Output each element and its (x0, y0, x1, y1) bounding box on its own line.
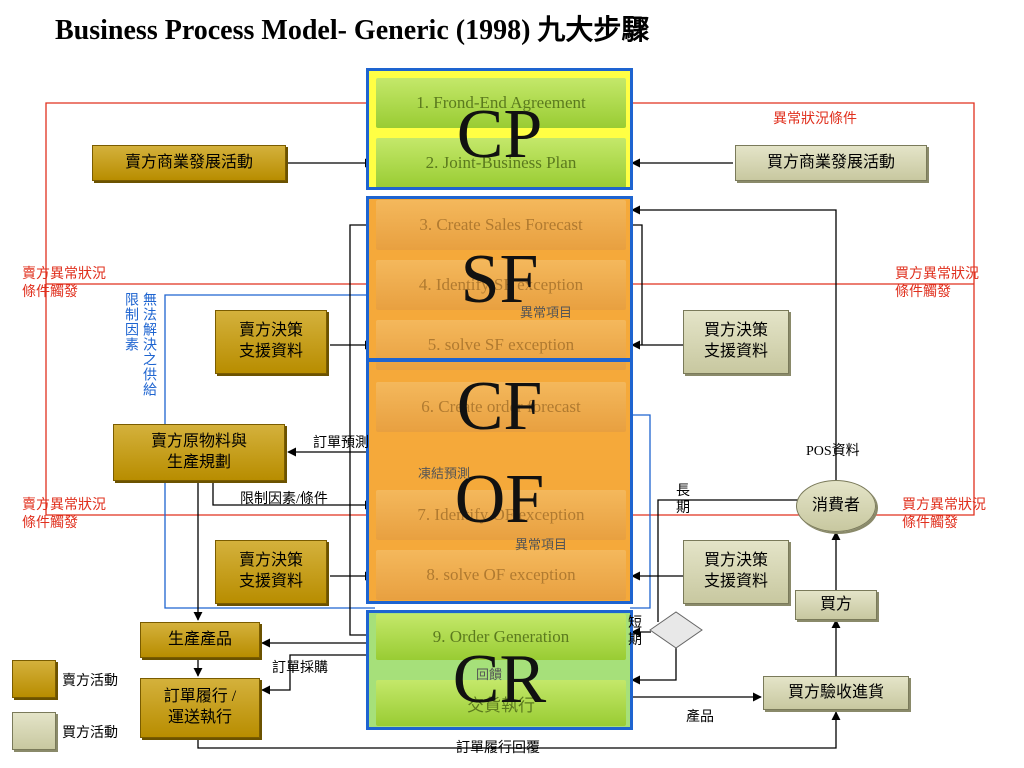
constraint-factor-label: 限制因素 (123, 292, 138, 352)
seller-trigger-label-2: 賣方異常狀況 條件觸發 (22, 498, 106, 531)
page-title: Business Process Model- Generic (1998) 九… (55, 15, 650, 46)
order-fulfillment[interactable]: 訂單履行 / 運送執行 (140, 678, 260, 738)
fulfillment-reply-label: 訂單履行回覆 (456, 741, 540, 756)
step-8[interactable]: 8. solve OF exception (376, 550, 626, 600)
feedback-label: 回饋 (476, 667, 503, 682)
seller-business-dev[interactable]: 賣方商業發展活動 (92, 145, 286, 181)
product-label: 產品 (686, 710, 714, 725)
consumer[interactable]: 消費者 (796, 480, 876, 532)
decision-diamond (649, 611, 703, 649)
seller-trigger-label-1: 賣方異常狀況 條件觸發 (22, 267, 106, 300)
exception-item-label-2: 異常項目 (515, 537, 568, 552)
cp-label: CP (456, 96, 543, 173)
step-9[interactable]: 9. Order Generation (376, 614, 626, 660)
step-7[interactable]: 7. Identify OF exception (376, 490, 626, 540)
pos-data-label: POS資料 (806, 444, 860, 459)
produce-product[interactable]: 生產產品 (140, 622, 260, 658)
cp-group (366, 68, 633, 190)
order-forecast-label: 訂單預測 (313, 436, 369, 451)
legend-seller-swatch (12, 660, 56, 698)
buyer[interactable]: 買方 (795, 590, 877, 620)
legend-buyer-swatch (12, 712, 56, 750)
constraint-condition-label: 限制因素/條件 (240, 492, 328, 507)
unsolvable-supply-label: 無法解決之供給 (141, 292, 156, 397)
exception-condition-label: 異常狀況條件 (773, 112, 857, 127)
cr-label: CR (452, 641, 547, 718)
order-purchase-label: 訂單採購 (272, 661, 328, 676)
short-term-label: 短 期 (628, 616, 642, 648)
buyer-decision-support-1[interactable]: 買方決策 支援資料 (683, 310, 789, 374)
step-2[interactable]: 2. Joint-Business Plan (376, 138, 626, 188)
legend-buyer-label: 買方活動 (62, 726, 118, 741)
cr-group (366, 610, 633, 730)
of-label: OF (454, 461, 545, 538)
step-10[interactable]: 交貨執行 (376, 680, 626, 726)
seller-decision-support-1[interactable]: 賣方決策 支援資料 (215, 310, 327, 374)
seller-material-planning[interactable]: 賣方原物料與 生產規劃 (113, 424, 285, 481)
sf-label: SF (460, 241, 539, 318)
cf-label: CF (456, 368, 543, 445)
buyer-receive-goods[interactable]: 買方驗收進貨 (763, 676, 909, 710)
sf-of-group (366, 196, 633, 604)
long-term-label: 長 期 (676, 484, 690, 516)
step-1[interactable]: 1. Frond-End Agreement (376, 78, 626, 128)
step-6[interactable]: 6. Create order forecast (376, 382, 626, 432)
frozen-forecast-label: 凍結預測 (418, 466, 471, 481)
buyer-trigger-label-2: 買方異常狀況 條件觸發 (902, 498, 986, 531)
buyer-trigger-label-1: 買方異常狀況 條件觸發 (895, 267, 979, 300)
step-4[interactable]: 4. Identify SF exception (376, 260, 626, 310)
sf-cf-divider (366, 358, 633, 362)
seller-decision-support-2[interactable]: 賣方決策 支援資料 (215, 540, 327, 604)
buyer-decision-support-2[interactable]: 買方決策 支援資料 (683, 540, 789, 604)
legend-seller-label: 賣方活動 (62, 674, 118, 689)
step-3[interactable]: 3. Create Sales Forecast (376, 200, 626, 250)
exception-item-label-1: 異常項目 (520, 305, 573, 320)
buyer-business-dev[interactable]: 買方商業發展活動 (735, 145, 927, 181)
